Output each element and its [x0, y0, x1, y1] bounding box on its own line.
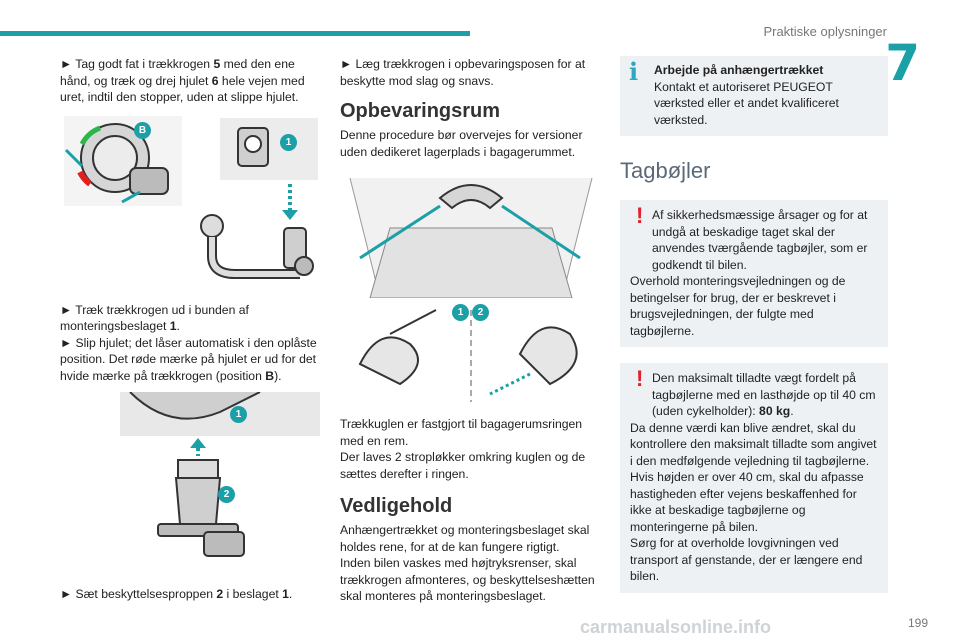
position-b-badge: B [134, 121, 151, 139]
step-paragraph: ► Slip hjulet; det låser automatisk i de… [60, 335, 317, 383]
strap-loops-illustration: 1 2 [340, 304, 602, 406]
roof-bars-heading: Tagbøjler [620, 158, 711, 183]
warning-text: Den maksimalt tilladte vægt fordelt på t… [652, 371, 876, 418]
warning-text: Sørg for at overholde lovgivningen ved t… [630, 536, 863, 583]
warning-text: Hvis højden er over 40 cm, skal du afpas… [630, 470, 864, 534]
warning-text: Af sikkerhedsmæssige årsager og for at u… [652, 208, 868, 272]
step-paragraph: ► Træk trækkrogen ud i bunden af monteri… [60, 302, 249, 334]
info-text-1: Kontakt et autoriseret PEUGEOT værksted … [654, 79, 839, 127]
maintenance-paragraph: Inden bilen vaskes med højtryksrenser, s… [340, 556, 595, 603]
warning-box-2: ! Den maksimalt tilladte vægt fordelt på… [620, 363, 888, 593]
column-right: i Arbejde på anhængertrækket Kontakt et … [620, 56, 888, 593]
header-accent-bar [0, 31, 470, 36]
storage-heading: Opbevaringsrum [340, 100, 501, 122]
step-paragraph: ► Sæt beskyttelsesproppen 2 i beslaget 1… [60, 587, 293, 601]
plug-2-badge: 2 [218, 486, 235, 503]
warning-box-1: ! Af sikkerhedsmæssige årsager og for at… [620, 200, 888, 347]
bracket-1-badge: 1 [280, 133, 297, 151]
maintenance-paragraph: Anhængertrækket og monteringsbeslaget sk… [340, 523, 590, 554]
watermark: carmanualsonline.info [580, 617, 772, 637]
step-paragraph: ► Læg trækkrogen i opbevaringsposen for … [340, 57, 586, 88]
warning-icon: ! [636, 366, 644, 391]
step-2-badge: 2 [472, 304, 489, 321]
storage-paragraph: Denne procedure bør overvejes for versio… [340, 128, 583, 159]
info-icon: i [629, 57, 639, 86]
warning-text: Overhold monteringsvejledningen og de be… [630, 274, 846, 338]
trunk-illustration [340, 168, 602, 299]
column-middle: ► Læg trækkrogen i opbevaringsposen for … [340, 56, 602, 605]
towbar-illustration-1: B 1 [60, 113, 322, 292]
bracket-1-badge: 1 [230, 406, 247, 423]
chapter-number: 7 [885, 34, 920, 92]
section-title: Praktiske oplysninger [763, 24, 887, 39]
column-left: ► Tag godt fat i trækkrogen 5 med den en… [60, 56, 322, 603]
info-title: Arbejde på anhængertrækket [654, 63, 824, 77]
info-box: i Arbejde på anhængertrækket Kontakt et … [620, 56, 888, 136]
warning-text: Da denne værdi kan blive ændret, skal du… [630, 420, 877, 468]
maintenance-heading: Vedligehold [340, 495, 453, 517]
strap-paragraph: Der laves 2 stropløkker omkring kuglen o… [340, 450, 586, 481]
page-number: 199 [907, 616, 928, 630]
strap-paragraph: Trækkuglen er fastgjort til bagagerumsri… [340, 417, 583, 448]
warning-icon: ! [636, 203, 644, 228]
step-paragraph: ► Tag godt fat i trækkrogen 5 med den en… [60, 57, 305, 104]
step-1-badge: 1 [452, 304, 469, 321]
protection-plug-illustration: 1 2 [60, 391, 322, 570]
